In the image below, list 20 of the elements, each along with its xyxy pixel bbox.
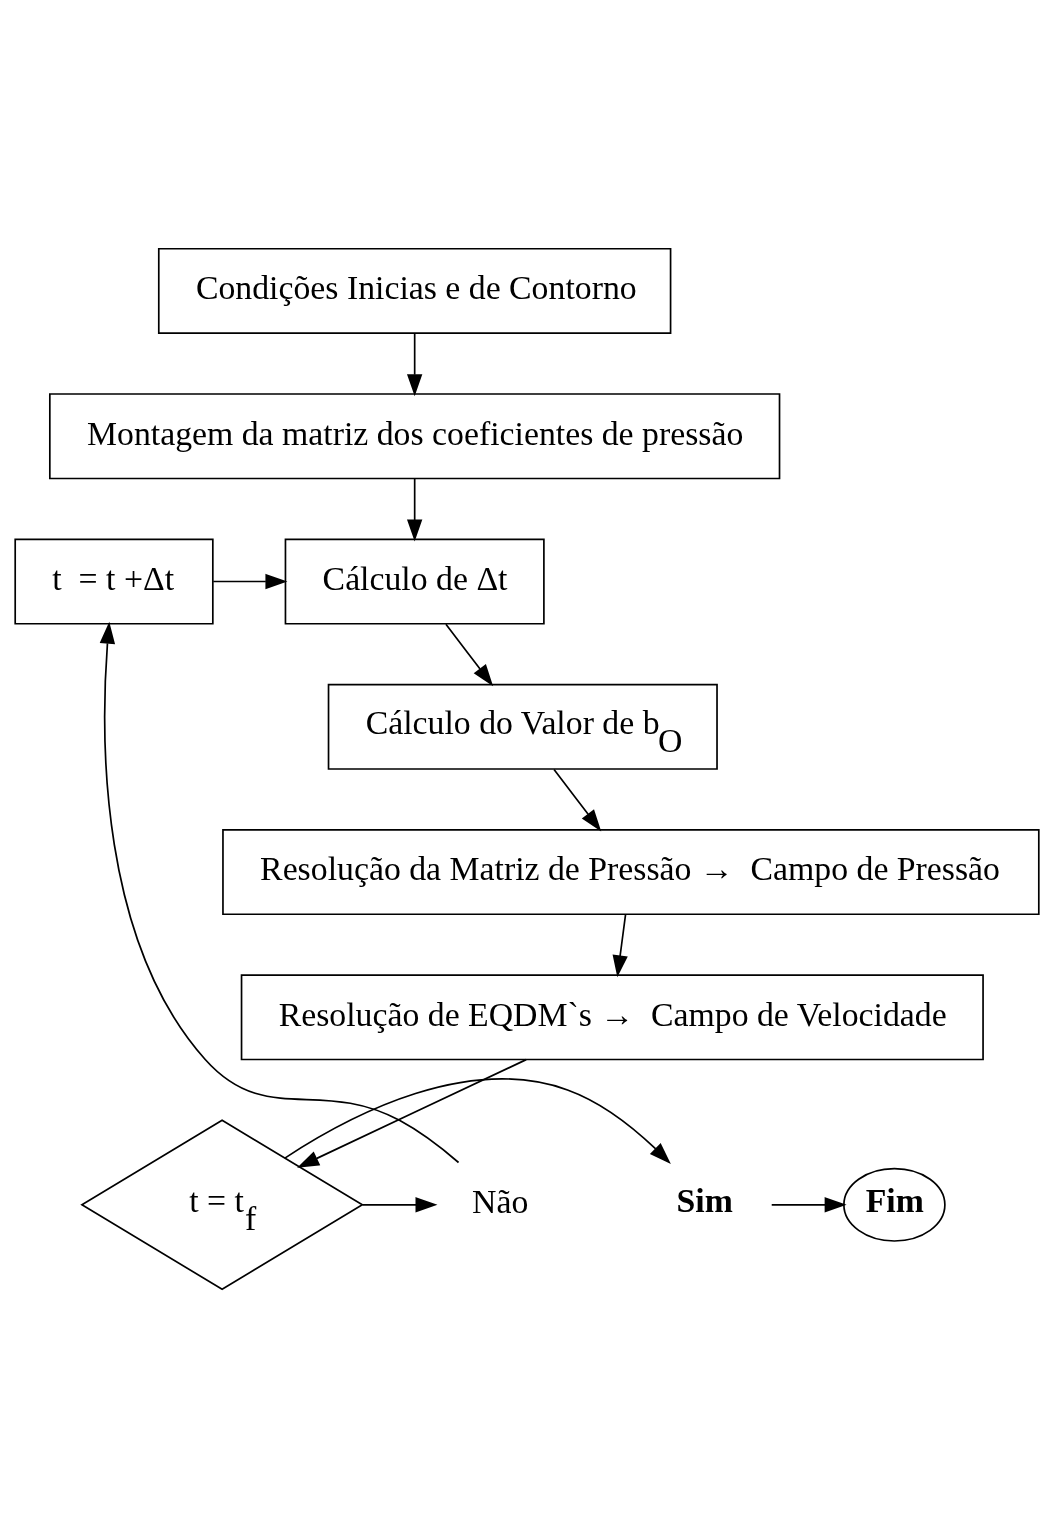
arrow (361, 1196, 438, 1212)
arrow (406, 477, 423, 541)
arrow (284, 1077, 671, 1164)
node-box: Cálculo de Δt (284, 537, 545, 625)
node-text: Sim (676, 1181, 733, 1219)
arrow (297, 1058, 528, 1168)
arrow (553, 768, 602, 831)
node-box: Condições Inicias e de Contorno (157, 247, 672, 334)
arrow (770, 1196, 847, 1212)
node-box: Resolução de EQDM`s → Campo de Velocidade (240, 973, 984, 1060)
node-box: Montagem da matriz dos coeficientes de pressão (49, 392, 781, 479)
arrow (212, 573, 288, 589)
node-box: t = t +Δt (14, 537, 214, 625)
arrow (445, 622, 494, 686)
node-box: Resolução da Matriz de Pressão → Campo de Pressão (222, 828, 1040, 915)
node-text: Não (472, 1182, 529, 1220)
arrow (612, 913, 628, 977)
node-ellipse: Fim (843, 1167, 946, 1242)
arrow (99, 621, 460, 1163)
arrow (406, 332, 423, 396)
